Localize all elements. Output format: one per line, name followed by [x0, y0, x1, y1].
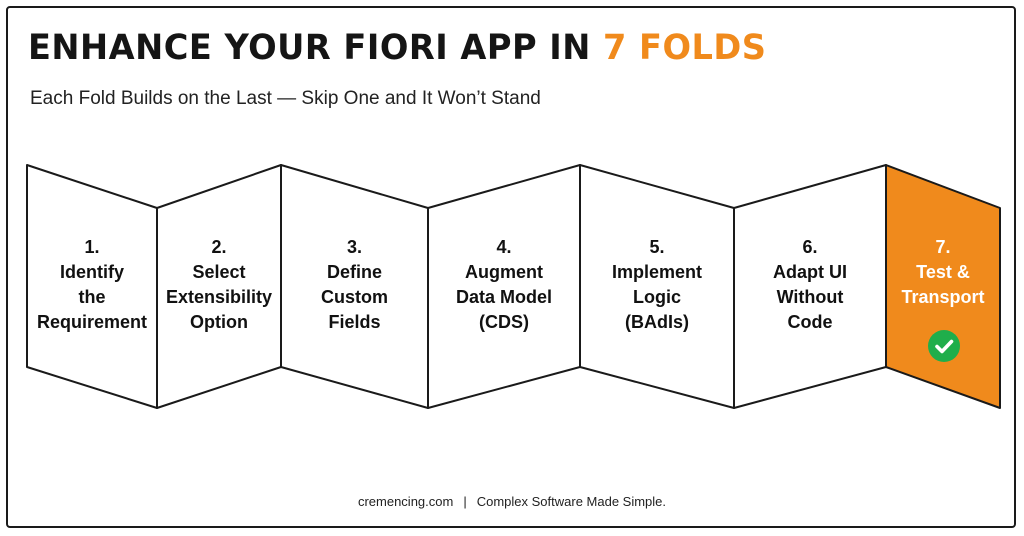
step-number: 4.: [496, 237, 512, 257]
step-label-line: (CDS): [479, 312, 529, 332]
step-label-line: Extensibility: [165, 287, 273, 307]
step-label-line: Define: [326, 262, 382, 282]
step-label-line: Test &: [916, 262, 970, 282]
step-label-line: (BAdIs): [625, 312, 689, 332]
page-title: ENHANCE YOUR FIORI APP IN 7 FOLDS: [28, 28, 766, 68]
footer: cremencing.com | Complex Software Made Sim…: [0, 494, 1024, 509]
step-label-line: Requirement: [36, 312, 148, 332]
step-label-line: Option: [190, 312, 248, 332]
step-label-line: Data Model: [455, 287, 552, 307]
step-label-line: Without: [776, 287, 844, 307]
step-number: 6.: [802, 237, 818, 257]
footer-tagline: Complex Software Made Simple.: [476, 494, 667, 509]
fold-panel-7: [885, 164, 1001, 409]
step-label-line: Logic: [633, 287, 681, 307]
check-circle-icon: [928, 330, 960, 362]
step-label-line: Adapt UI: [773, 262, 847, 282]
step-number: 5.: [649, 237, 665, 257]
title-accent: 7 FOLDS: [603, 28, 767, 68]
step-label-line: the: [78, 287, 106, 307]
page-subtitle: Each Fold Builds on the Last — Skip One …: [30, 88, 541, 109]
step-7-text: 7. Test & Transport: [886, 235, 1000, 310]
step-number: 1.: [84, 237, 100, 257]
step-label-line: Custom: [321, 287, 388, 307]
step-label-line: Code: [787, 312, 833, 332]
step-number: 3.: [346, 237, 362, 257]
step-label-line: Augment: [465, 262, 543, 282]
step-number: 7.: [935, 237, 951, 257]
step-number: 2.: [211, 237, 227, 257]
step-label-line: Select: [192, 262, 246, 282]
step-label-line: Implement: [611, 262, 703, 282]
footer-separator: |: [463, 494, 467, 509]
title-main: ENHANCE YOUR FIORI APP IN: [28, 28, 604, 68]
footer-site: cremencing.com: [357, 494, 454, 509]
step-label-line: Identify: [59, 262, 124, 282]
step-label-line: Fields: [328, 312, 381, 332]
step-label-line: Transport: [901, 287, 985, 307]
